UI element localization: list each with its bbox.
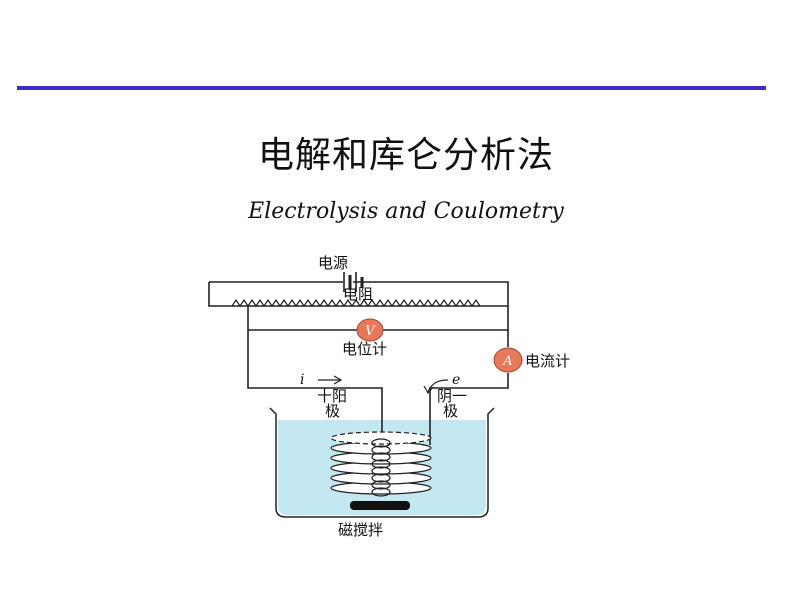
anode-coil-electrode xyxy=(371,438,391,497)
voltmeter-symbol: V xyxy=(365,324,376,339)
power-source-label: 电源 xyxy=(318,254,348,272)
title-bar-line xyxy=(17,86,766,90)
ammeter-label: 电流计 xyxy=(525,352,570,370)
voltmeter-icon xyxy=(356,318,384,342)
cathode-mesh-electrode xyxy=(330,431,432,495)
current-symbol: i xyxy=(300,372,304,388)
anode-label-line1: 十阳 xyxy=(317,387,347,405)
magnetic-stir-bar xyxy=(350,501,410,510)
slide-subtitle: Electrolysis and Coulometry xyxy=(248,199,564,224)
cathode-label-line1: 阴一 xyxy=(437,387,467,405)
slide-title: 电解和库仑分析法 xyxy=(257,135,554,176)
resistor-label: 电阻 xyxy=(343,285,373,303)
electron-arrow-head xyxy=(423,385,434,395)
electron-arrow xyxy=(427,379,449,393)
beaker xyxy=(269,407,495,518)
voltmeter-label: 电位计 xyxy=(342,340,387,358)
anode-label-line2: 极 xyxy=(325,402,340,420)
power-source-battery xyxy=(343,272,364,292)
stirrer-label: 磁搅拌 xyxy=(338,521,383,539)
resistor-zigzag xyxy=(231,298,481,308)
electron-symbol: e xyxy=(452,372,460,388)
cathode-label-line2: 极 xyxy=(443,402,458,420)
ammeter-icon xyxy=(493,347,523,373)
ammeter-symbol: A xyxy=(502,354,512,369)
current-arrow-head xyxy=(333,375,343,385)
circuit-wires xyxy=(208,281,509,445)
